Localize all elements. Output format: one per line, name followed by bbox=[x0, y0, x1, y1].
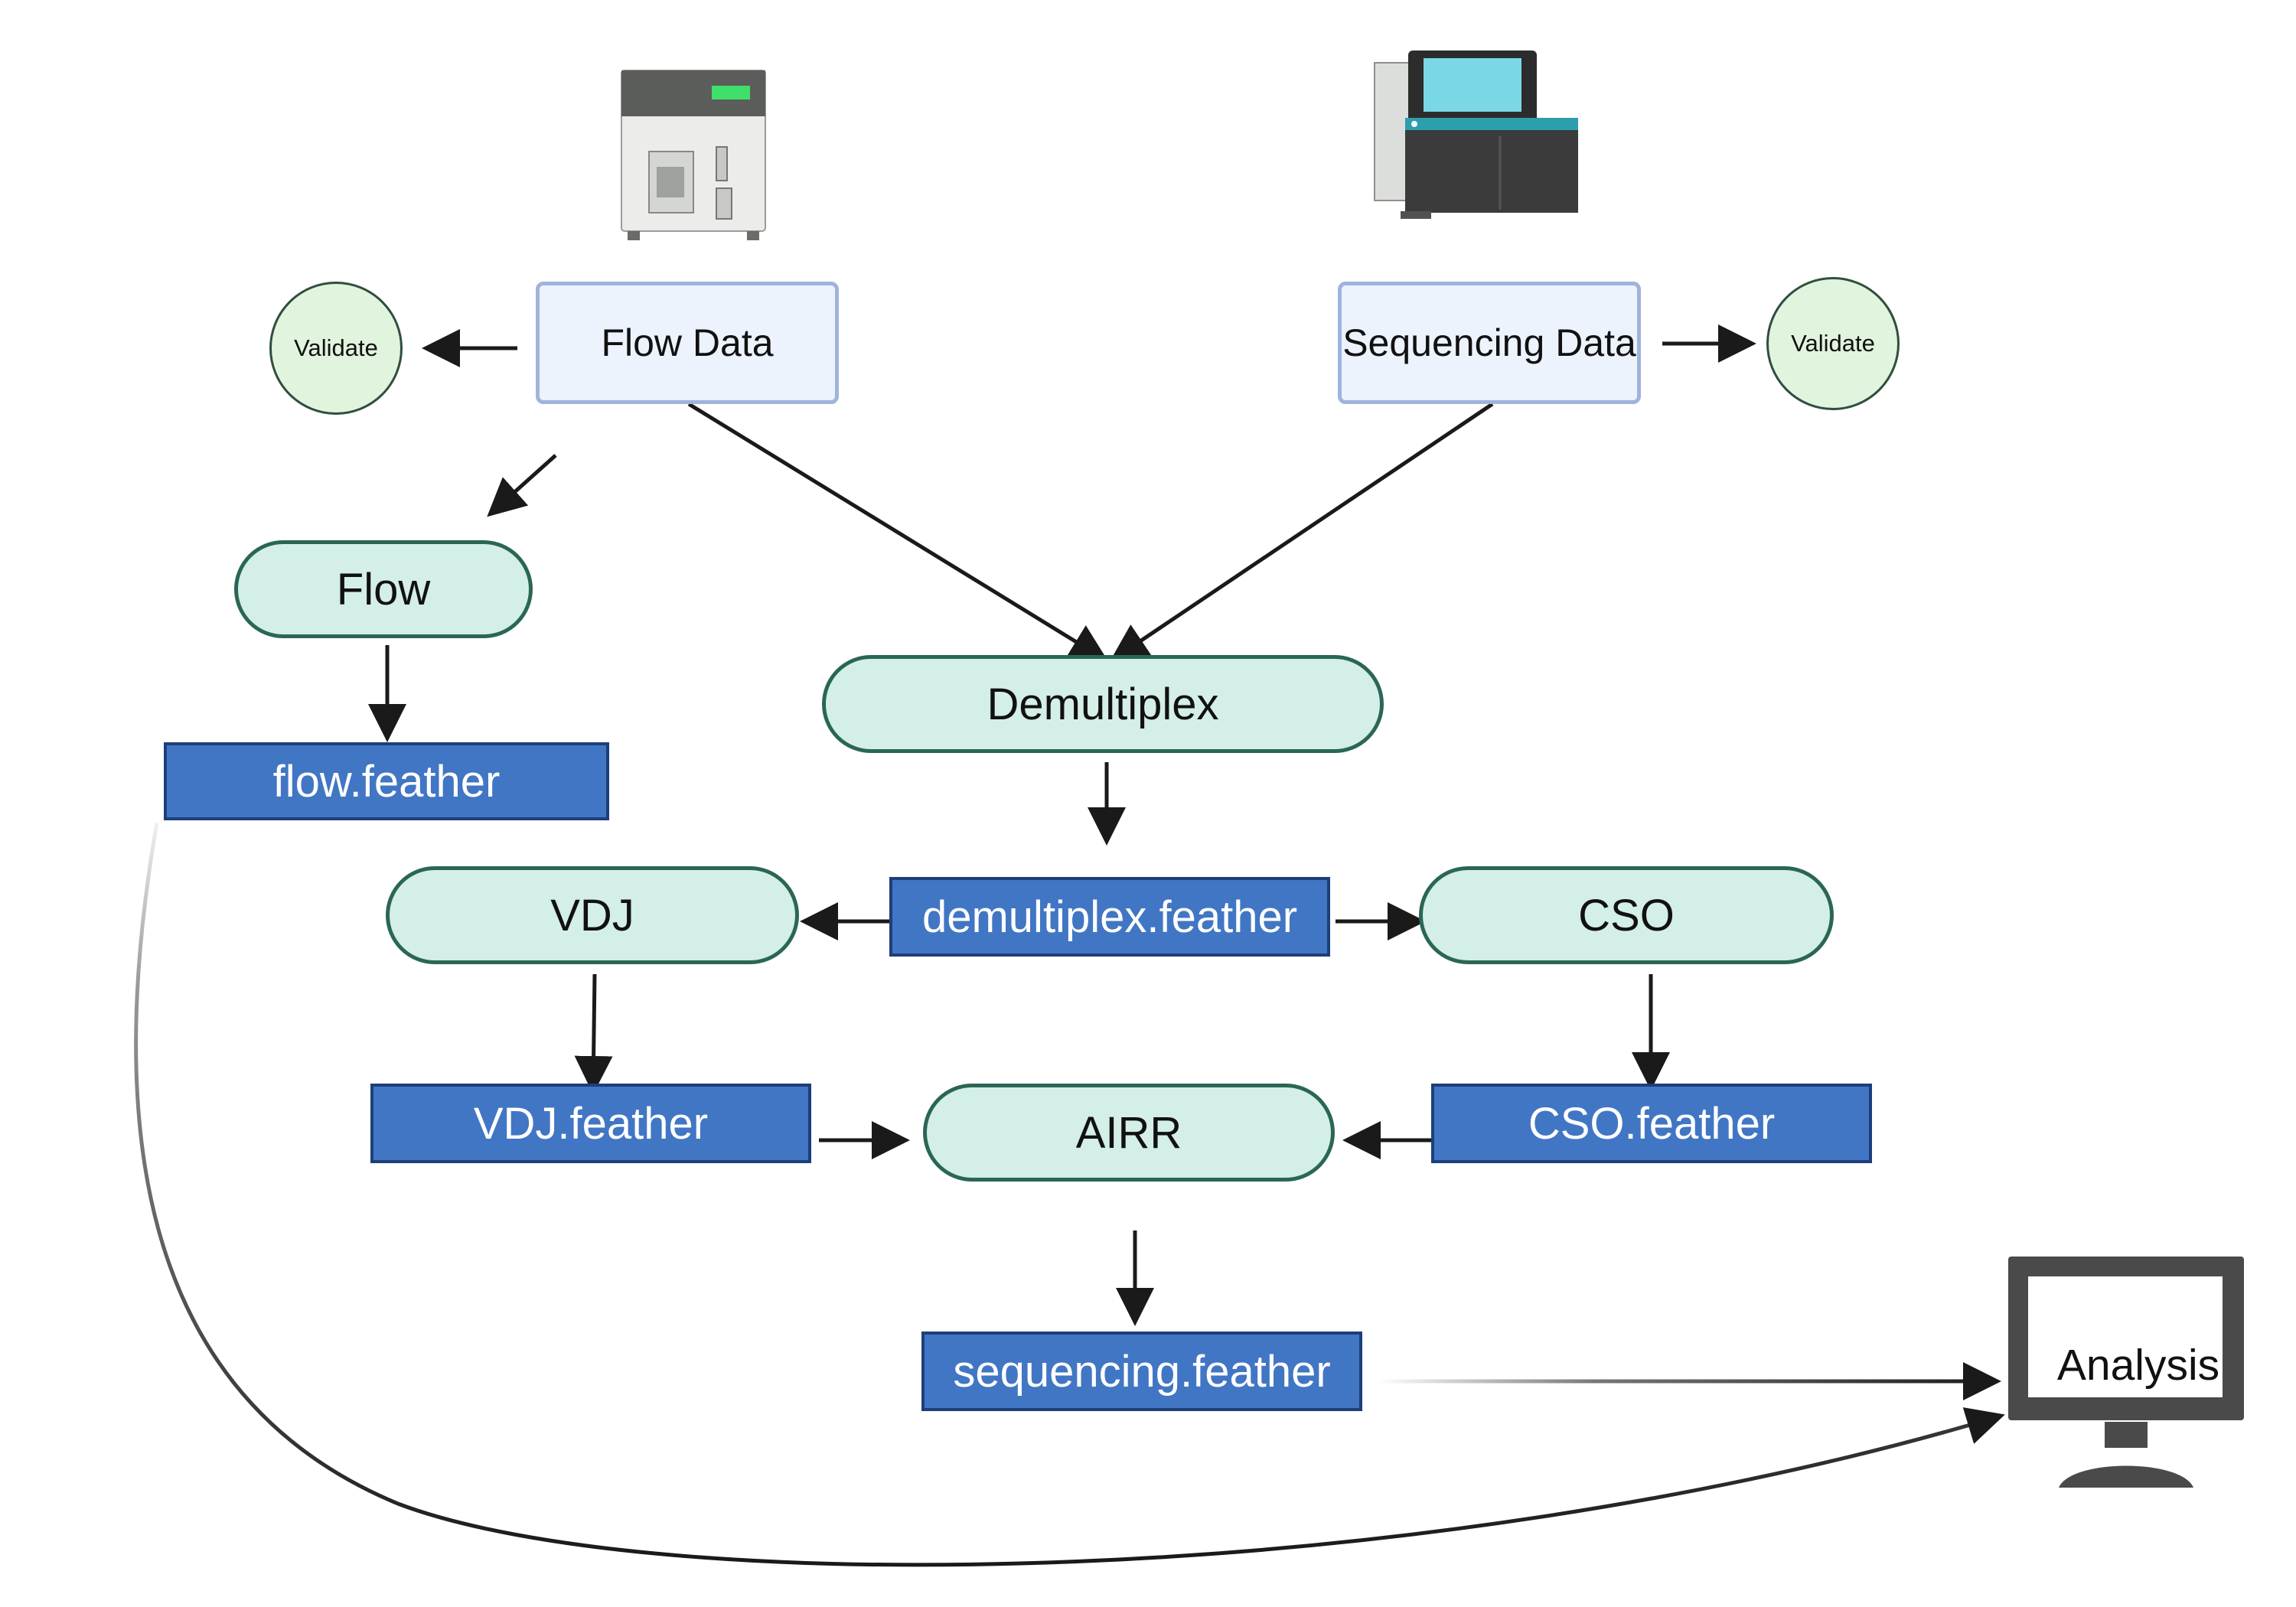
arrow-flowdata-to-flow bbox=[487, 454, 557, 517]
sequencing-data-label: Sequencing Data bbox=[1342, 321, 1636, 364]
arrow-flowdata-to-demultiplex bbox=[687, 402, 1109, 662]
flow-cytometer-icon bbox=[621, 70, 766, 240]
demultiplex-step-label: Demultiplex bbox=[987, 679, 1219, 729]
flow-feather-label: flow.feather bbox=[272, 756, 501, 807]
cso-step-label: CSO bbox=[1578, 890, 1675, 940]
validate-sequencing-circle: Validate bbox=[1766, 277, 1900, 410]
flow-feather-file: flow.feather bbox=[164, 742, 609, 820]
monitor-icon bbox=[2008, 1257, 2244, 1488]
sequencing-feather-file: sequencing.feather bbox=[921, 1332, 1362, 1411]
validate-sequencing-label: Validate bbox=[1791, 330, 1875, 357]
flow-data-box: Flow Data bbox=[536, 282, 839, 404]
arrow-flow-file-to-analysis bbox=[134, 822, 2005, 1567]
airr-step-label: AIRR bbox=[1075, 1107, 1182, 1158]
arrow-seqdata-to-demultiplex bbox=[1109, 402, 1494, 662]
vdj-feather-label: VDJ.feather bbox=[473, 1098, 709, 1149]
sequencing-feather-label: sequencing.feather bbox=[953, 1346, 1331, 1397]
airr-step: AIRR bbox=[923, 1084, 1335, 1182]
arrow-vdj-to-file bbox=[574, 973, 613, 1094]
demultiplex-feather-file: demultiplex.feather bbox=[889, 877, 1330, 957]
vdj-step: VDJ bbox=[386, 866, 799, 964]
vdj-step-label: VDJ bbox=[550, 890, 634, 940]
flow-step-label: Flow bbox=[336, 564, 431, 614]
flow-data-label: Flow Data bbox=[601, 321, 774, 364]
flow-step: Flow bbox=[234, 540, 533, 638]
validate-flow-label: Validate bbox=[294, 334, 378, 361]
sequencing-data-box: Sequencing Data bbox=[1338, 282, 1641, 404]
analysis-label: Analysis bbox=[2056, 1341, 2220, 1390]
validate-flow-circle: Validate bbox=[269, 282, 403, 415]
sequencer-icon bbox=[1374, 51, 1578, 219]
demultiplex-step: Demultiplex bbox=[822, 655, 1384, 753]
cso-step: CSO bbox=[1419, 866, 1834, 964]
cso-feather-file: CSO.feather bbox=[1431, 1084, 1872, 1163]
vdj-feather-file: VDJ.feather bbox=[370, 1084, 811, 1163]
demultiplex-feather-label: demultiplex.feather bbox=[921, 892, 1298, 942]
cso-feather-label: CSO.feather bbox=[1528, 1098, 1776, 1149]
